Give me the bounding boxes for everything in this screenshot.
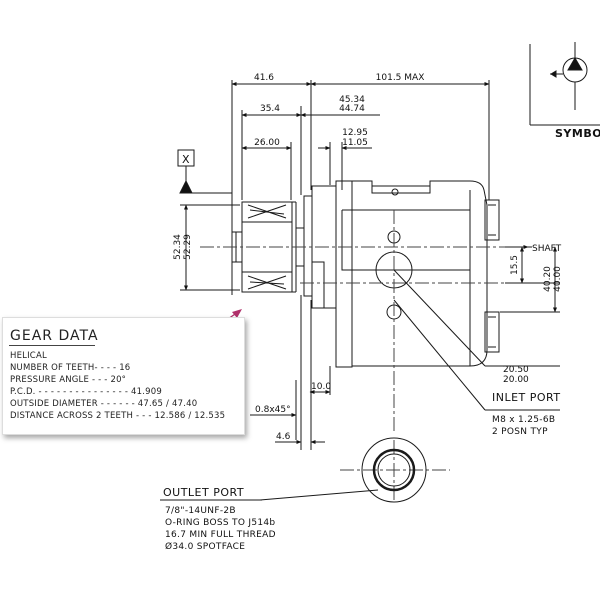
dim-chamfer: 0.8x45° [255,405,291,415]
dim-40-00: 40.00 [553,266,563,292]
outlet-port-line: 7/8"-14UNF-2B [165,506,236,516]
gear-data-line: HELICAL [10,351,47,361]
dim-40-20: 40.20 [543,266,553,292]
inlet-port-title: INLET PORT [492,391,561,404]
dim-10-0: 10.0 [311,382,331,392]
dim-4-6: 4.6 [276,432,291,442]
gear-data-card: GEAR DATA HELICAL NUMBER OF TEETH- - - -… [2,317,245,435]
dim-52-34: 52.34 [173,234,183,260]
inlet-port-line-2: 2 POSN TYP [492,427,548,437]
outlet-port-line: Ø34.0 SPOTFACE [165,541,245,552]
outlet-port-line: 16.7 MIN FULL THREAD [165,530,276,540]
dim-52-29: 52.29 [183,234,193,260]
outlet-port-view [361,437,427,503]
dim-11-05: 11.05 [342,138,368,148]
dim-44-74: 44.74 [339,104,365,114]
dim-20-50: 20.50 [503,365,529,375]
gear-data-line: PRESSURE ANGLE - - - 20° [10,375,127,385]
inlet-port-line-1: M8 x 1.25-6B [492,415,555,425]
datum-x-label: X [182,153,190,166]
outlet-port-title: OUTLET PORT [163,486,244,499]
dim-45-34: 45.34 [339,95,365,105]
dim-101-5: 101.5 MAX [376,73,425,83]
dim-35-4: 35.4 [260,104,280,114]
gear-data-line: P.C.D. - - - - - - - - - - - - - - - 41.… [10,387,162,397]
dim-41-6: 41.6 [254,73,274,83]
gear-data-line: NUMBER OF TEETH- - - - 16 [10,363,131,373]
gear-data-line: DISTANCE ACROSS 2 TEETH - - - 12.586 / 1… [10,411,226,421]
dim-15-5: 15.5 [510,255,520,275]
gear-data-title: GEAR DATA [10,328,99,344]
hydraulic-symbol [529,42,600,126]
symbol-label: SYMBOL [555,127,600,140]
outlet-port-line: O-RING BOSS TO J514b [165,518,275,528]
dim-12-95: 12.95 [342,128,368,138]
shaft-label: SHAFT [532,244,562,254]
dim-26-00: 26.00 [254,138,280,148]
gear-data-title-rule [9,345,95,346]
pump-body [312,180,500,367]
dim-20-00: 20.00 [503,375,529,385]
gear-data-line: OUTSIDE DIAMETER - - - - - - 47.65 / 47.… [10,399,198,409]
